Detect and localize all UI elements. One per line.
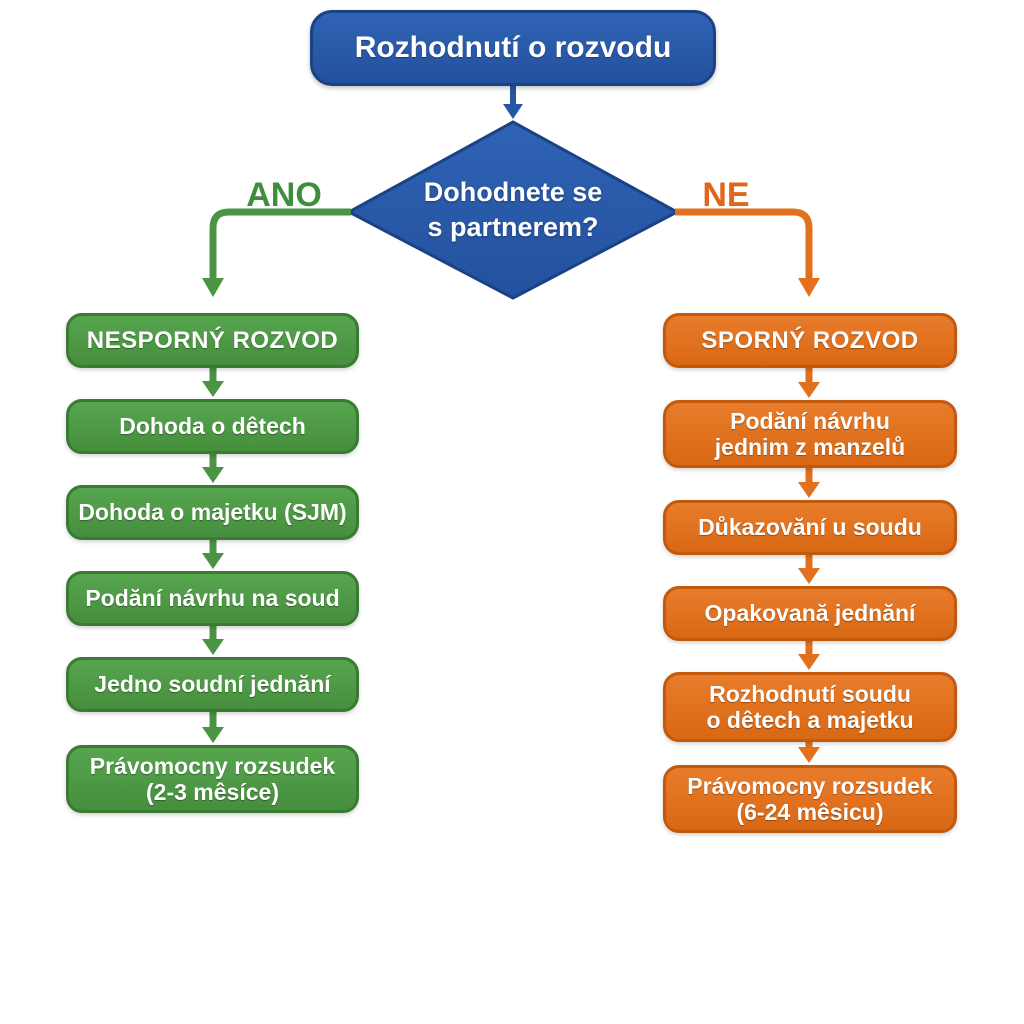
arrow-orange-1 (798, 366, 820, 398)
branch-label-no: NE (702, 176, 750, 214)
node-label: Právomocny rozsudek (687, 772, 933, 799)
decision-diamond-shape (345, 120, 681, 300)
node-label: SPORNÝ ROZVOD (701, 326, 919, 354)
node-label-line2: (2-3 mêsíce) (146, 779, 279, 805)
arrow-green-3 (202, 538, 224, 569)
branch-label-yes: ANO (246, 176, 322, 214)
decision-question-line2: s partnerem? (427, 212, 599, 242)
node-decision-question: Dohodnete se s partnerem? (393, 168, 633, 252)
arrow-green-2 (202, 452, 224, 483)
arrow-orange-3 (798, 553, 820, 584)
node-label: Opakovană jednăní (704, 600, 916, 627)
node-green-step-4: Jedno soudní jednăní (66, 657, 359, 712)
node-label: Rozhodnutí soudu (709, 680, 911, 707)
node-label: Dohoda o dêtech (119, 413, 306, 440)
arrow-orange-5 (798, 740, 820, 763)
node-label: Dohoda o majetku (SJM) (78, 499, 347, 526)
arrow-orange-2 (798, 466, 820, 498)
node-label: NESPORNÝ ROZVOD (86, 326, 339, 354)
node-orange-step-4: Rozhodnutí soudu o dêtech a majetku (663, 672, 957, 742)
node-green-header: NESPORNÝ ROZVOD (66, 313, 359, 368)
node-label-line2: jednim z manzelů (714, 434, 906, 460)
node-green-step-3: Podăní návrhu na soud (66, 571, 359, 626)
arrow-orange-4 (798, 639, 820, 670)
node-title-label: Rozhodnutí o rozvodu (354, 30, 672, 64)
node-label: Podăní návrhu (730, 407, 890, 434)
arrow-title-to-diamond (503, 86, 523, 119)
node-orange-step-1: Podăní návrhu jednim z manzelů (663, 400, 957, 468)
decision-question-line1: Dohodnete se (423, 176, 603, 207)
arrow-green-1 (202, 366, 224, 397)
node-title: Rozhodnutí o rozvodu (310, 10, 716, 86)
node-orange-step-5: Právomocny rozsudek (6-24 mêsicu) (663, 765, 957, 833)
arrow-green-4 (202, 624, 224, 655)
arrow-no-branch (675, 208, 820, 297)
node-green-step-1: Dohoda o dêtech (66, 399, 359, 454)
node-label: Podăní návrhu na soud (85, 585, 340, 612)
node-label: Právomocny rozsudek (89, 752, 336, 779)
node-orange-step-3: Opakovană jednăní (663, 586, 957, 641)
node-label: Důkazovăní u soudu (698, 514, 922, 541)
node-label-line2: (6-24 mêsicu) (736, 799, 884, 825)
node-orange-header: SPORNÝ ROZVOD (663, 313, 957, 368)
arrow-yes-branch (202, 208, 351, 297)
node-orange-step-2: Důkazovăní u soudu (663, 500, 957, 555)
node-label-line2: o dêtech a majetku (706, 707, 914, 733)
node-label: Jedno soudní jednăní (94, 671, 331, 698)
node-green-step-5: Právomocny rozsudek (2-3 mêsíce) (66, 745, 359, 813)
arrow-green-5 (202, 710, 224, 743)
node-green-step-2: Dohoda o majetku (SJM) (66, 485, 359, 540)
